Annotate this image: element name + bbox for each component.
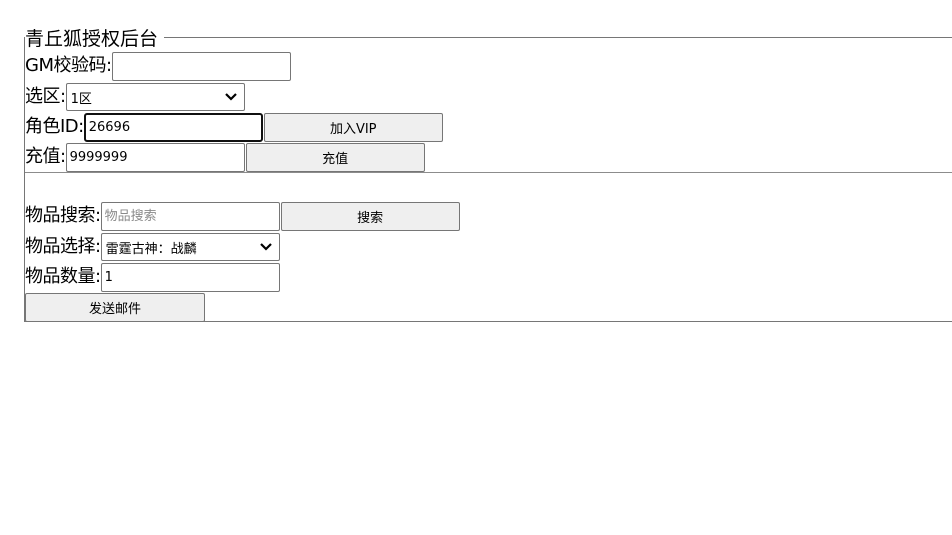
recharge-input[interactable] bbox=[65, 142, 245, 172]
role-id-label: 角色ID: bbox=[25, 116, 84, 137]
gm-code-row: GM校验码: bbox=[25, 51, 291, 81]
item-select[interactable]: 雷霆古神：战麟 bbox=[100, 233, 280, 261]
search-button[interactable]: 搜索 bbox=[280, 201, 460, 231]
recharge-label: 充值: bbox=[25, 146, 66, 167]
item-qty-row: 物品数量: bbox=[25, 262, 280, 292]
zone-label: 选区: bbox=[25, 86, 66, 107]
gm-code-input[interactable] bbox=[111, 51, 291, 81]
item-select-label: 物品选择: bbox=[25, 236, 101, 257]
gm-code-label: GM校验码: bbox=[25, 55, 112, 76]
item-search-row: 物品搜索: 搜索 bbox=[25, 201, 460, 231]
item-selected-value: 雷霆古神：战麟 bbox=[105, 241, 197, 257]
chevron-down-icon bbox=[224, 93, 237, 101]
zone-row: 选区: 1区 bbox=[25, 82, 245, 112]
item-qty-label: 物品数量: bbox=[25, 266, 101, 287]
recharge-button[interactable]: 充值 bbox=[245, 142, 425, 172]
section-divider bbox=[25, 172, 952, 173]
add-vip-button[interactable]: 加入VIP bbox=[263, 112, 443, 142]
item-select-row: 物品选择: 雷霆古神：战麟 bbox=[25, 232, 280, 262]
panel-title: 青丘狐授权后台 bbox=[25, 27, 165, 51]
chevron-down-icon bbox=[259, 243, 272, 251]
auth-panel bbox=[24, 37, 952, 322]
item-search-label: 物品搜索: bbox=[25, 205, 101, 226]
role-id-row: 角色ID: 加入VIP bbox=[25, 112, 443, 142]
send-mail-button[interactable]: 发送邮件 bbox=[25, 292, 205, 322]
role-id-input[interactable] bbox=[83, 112, 263, 142]
recharge-row: 充值: 充值 bbox=[25, 142, 425, 172]
item-search-input[interactable] bbox=[100, 201, 280, 231]
send-mail-row: 发送邮件 bbox=[25, 292, 205, 322]
zone-selected-value: 1区 bbox=[70, 91, 92, 107]
item-qty-input[interactable] bbox=[100, 262, 280, 292]
zone-select[interactable]: 1区 bbox=[65, 83, 245, 111]
